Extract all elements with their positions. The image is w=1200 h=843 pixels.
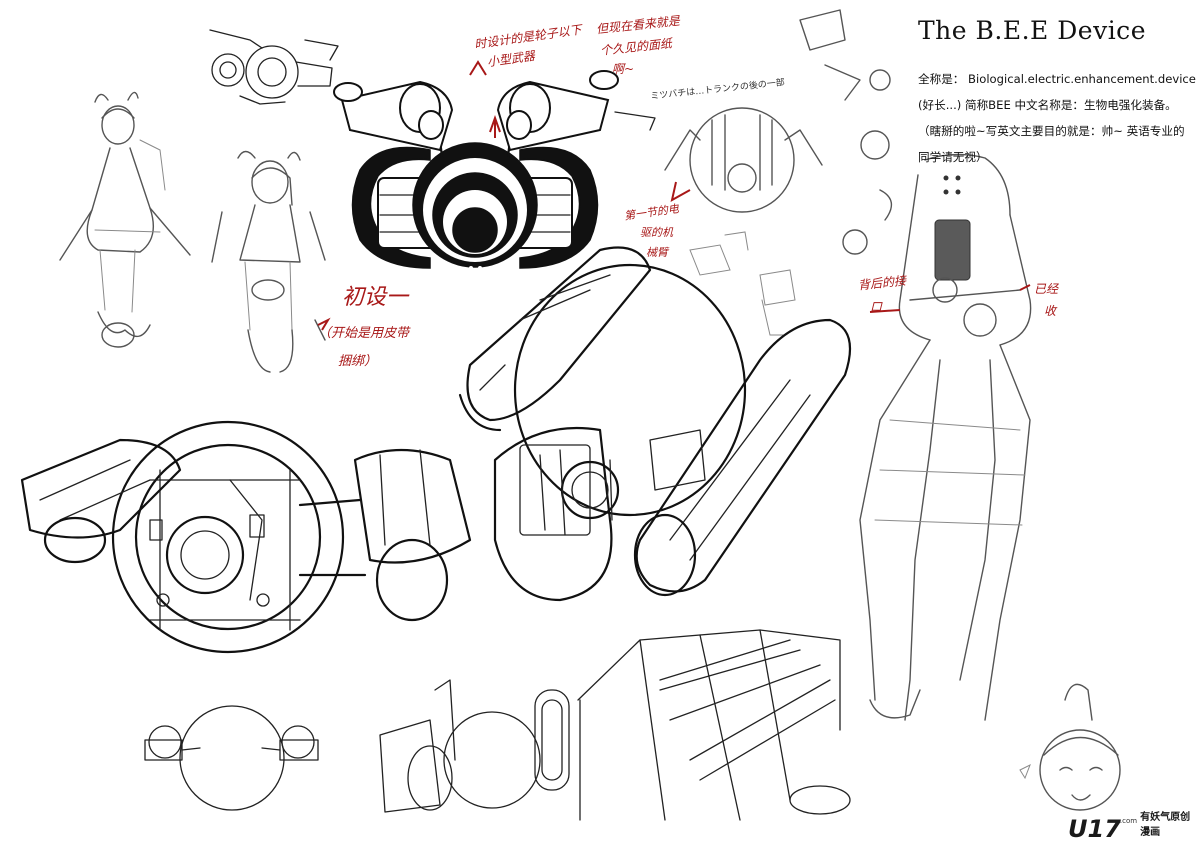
character-sketch-front	[59, 91, 191, 348]
mech-arm-sketch	[664, 9, 893, 336]
site-logo-watermark: U17 .com 有妖气原创漫画	[1068, 808, 1200, 841]
bee-device-front-small	[144, 705, 319, 811]
logo-domain: .com	[1119, 817, 1138, 825]
note-waist-1: 已经	[1034, 282, 1059, 296]
note-mech-arm-3: 械臂	[646, 246, 668, 259]
note-mech-arm-2: 驱的机	[640, 226, 673, 239]
logo-text: 有妖气原创漫画	[1140, 812, 1191, 838]
description-line-4: 同学请无视）	[918, 150, 988, 164]
chibi-face-sketch	[1019, 683, 1121, 811]
note-back-interface-2: 口	[870, 300, 883, 314]
note-waist-2: 收	[1044, 304, 1057, 318]
logo-mark: U17	[1068, 815, 1121, 843]
note-first-design: 初设一	[342, 285, 409, 310]
note-first-design-sub2: 捆绑）	[338, 354, 378, 369]
note-first-design-sub1: （开始是用皮带	[318, 326, 410, 341]
bee-device-side-small	[379, 679, 570, 813]
character-back-view	[859, 153, 1032, 721]
small-device-sketch-top	[209, 29, 339, 105]
page-title: The B.E.E Device	[918, 16, 1146, 45]
character-sketch-with-device	[211, 150, 326, 373]
device-interior-perspective	[577, 629, 851, 821]
bee-device-side-lineart	[20, 420, 472, 654]
note-current-design-3: 啊~	[612, 62, 635, 76]
device-description: 全称是： Biological.electric.enhancement.dev…	[918, 66, 1196, 170]
description-line-1: 全称是： Biological.electric.enhancement.dev…	[918, 72, 1196, 86]
bee-device-large-lineart	[458, 246, 852, 602]
bee-device-inked	[333, 70, 656, 270]
description-line-3: （瞎掰的啦~写英文主要目的就是：帅~ 英语专业的	[918, 124, 1185, 138]
description-line-2: (好长...) 简称BEE 中文名称是：生物电强化装备。	[918, 98, 1177, 112]
annotation-arrows	[317, 60, 1031, 331]
